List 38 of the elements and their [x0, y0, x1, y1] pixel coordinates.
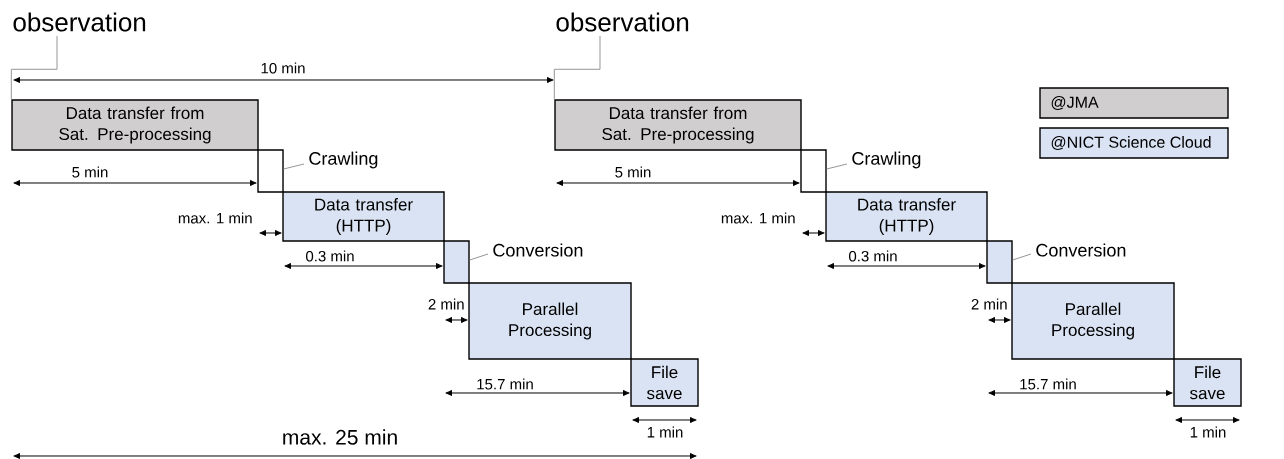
legend-text: @JMA [1051, 96, 1099, 110]
dimension-label: 1 min [647, 426, 683, 438]
leader-line [553, 35, 601, 100]
dimension-label: max. 1 min [721, 212, 795, 224]
dimension-label: 2 min [428, 298, 464, 310]
leader-line [1012, 253, 1032, 261]
legend-text: @NICT Science Cloud [1051, 136, 1211, 150]
process-box: Parallel Processing [1011, 282, 1175, 360]
process-box: File save [630, 358, 699, 407]
annotation-text: observation [13, 12, 146, 32]
dimension-label: max. 1 min [178, 212, 252, 224]
leader-line [10, 35, 58, 100]
step-box [986, 240, 1013, 284]
step-box [257, 149, 284, 193]
dimension-label: 1 min [1190, 426, 1226, 438]
annotation-text: Conversion [493, 243, 583, 257]
dimension-label: 15.7 min [1020, 378, 1076, 390]
dimension-label: 2 min [971, 298, 1007, 310]
annotation-text: observation [556, 12, 689, 32]
process-box: Parallel Processing [468, 282, 632, 360]
leader-line [469, 253, 489, 261]
dimension-label: 15.7 min [477, 378, 533, 390]
process-box: Data transfer from Sat. Pre-processing [554, 99, 802, 151]
leader-line [826, 163, 848, 170]
dimension-label: 10 min [261, 62, 305, 74]
process-box: Data transfer (HTTP) [825, 191, 988, 242]
process-box: Data transfer from Sat. Pre-processing [11, 99, 259, 151]
process-box: Data transfer (HTTP) [282, 191, 445, 242]
leader-line [283, 163, 305, 170]
dimension-label: max. 25 min [283, 429, 397, 445]
step-box [800, 149, 827, 193]
annotation-text: Crawling [309, 151, 378, 169]
annotation-text: Crawling [852, 151, 921, 169]
annotation-text: Conversion [1036, 243, 1126, 257]
process-box: File save [1173, 358, 1242, 407]
step-box [443, 240, 470, 284]
dimension-label: 5 min [615, 166, 651, 178]
dimension-label: 5 min [72, 166, 108, 178]
